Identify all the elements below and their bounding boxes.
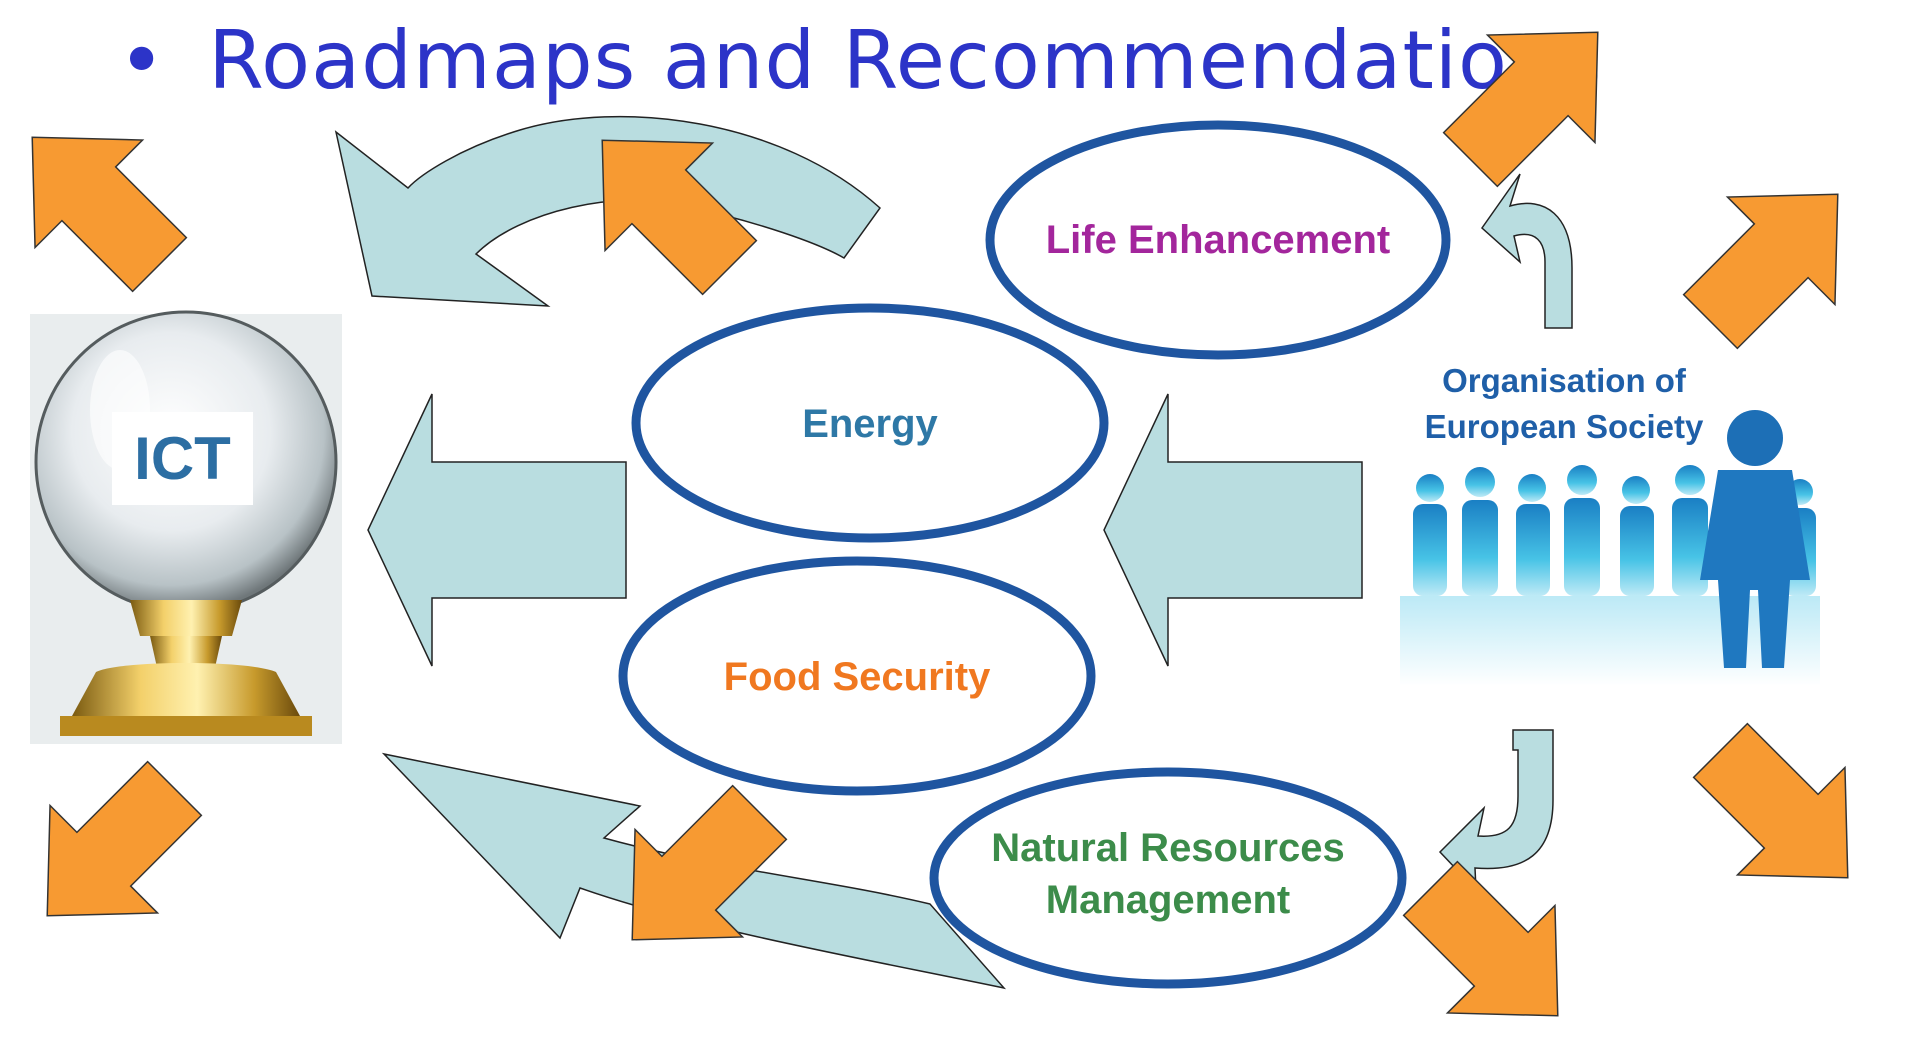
outward-arrow-icon (31, 136, 188, 293)
outward-arrow-icon (1402, 860, 1559, 1017)
natural-resources-line2: Management (1045, 878, 1291, 922)
flow-arrow-icon (1481, 173, 1573, 329)
title-bullet: • (118, 14, 167, 107)
ellipse-energy (631, 303, 1109, 543)
theme-ellipses (618, 120, 1451, 989)
outward-arrow-icon (631, 784, 788, 941)
food-security-label: Food Security (723, 655, 991, 699)
slide-title: • Roadmaps and Recommendations (118, 14, 1602, 107)
outward-arrow-icon (1692, 722, 1849, 879)
title-text: Roadmaps and Recommendations (208, 14, 1603, 107)
natural-resources-line1: Natural Resources (991, 826, 1345, 870)
flow-arrow-icon (334, 115, 882, 307)
outward-arrow-icon (601, 139, 758, 296)
outward-arrow-icon (46, 760, 203, 917)
ict-label: ICT (112, 412, 253, 505)
crystal-ball-icon (30, 310, 342, 744)
ellipse-natural-resources (929, 767, 1407, 989)
people-silhouette-icon (1400, 410, 1820, 686)
natural-resources-label: Natural Resources Management (960, 822, 1376, 926)
flow-arrow-icon (367, 393, 627, 667)
outward-arrow-icon (1442, 31, 1599, 188)
society-line2: European Society (1424, 408, 1704, 445)
energy-label: Energy (802, 402, 938, 446)
outward-arrow-icon (1682, 193, 1839, 350)
life-enhancement-label: Life Enhancement (1045, 218, 1391, 262)
society-label: Organisation of European Society (1404, 358, 1724, 450)
ellipse-food-security (618, 556, 1096, 796)
ellipse-life-enhancement (985, 120, 1451, 360)
society-line1: Organisation of (1442, 362, 1686, 399)
flow-arrow-icon (1103, 393, 1363, 667)
